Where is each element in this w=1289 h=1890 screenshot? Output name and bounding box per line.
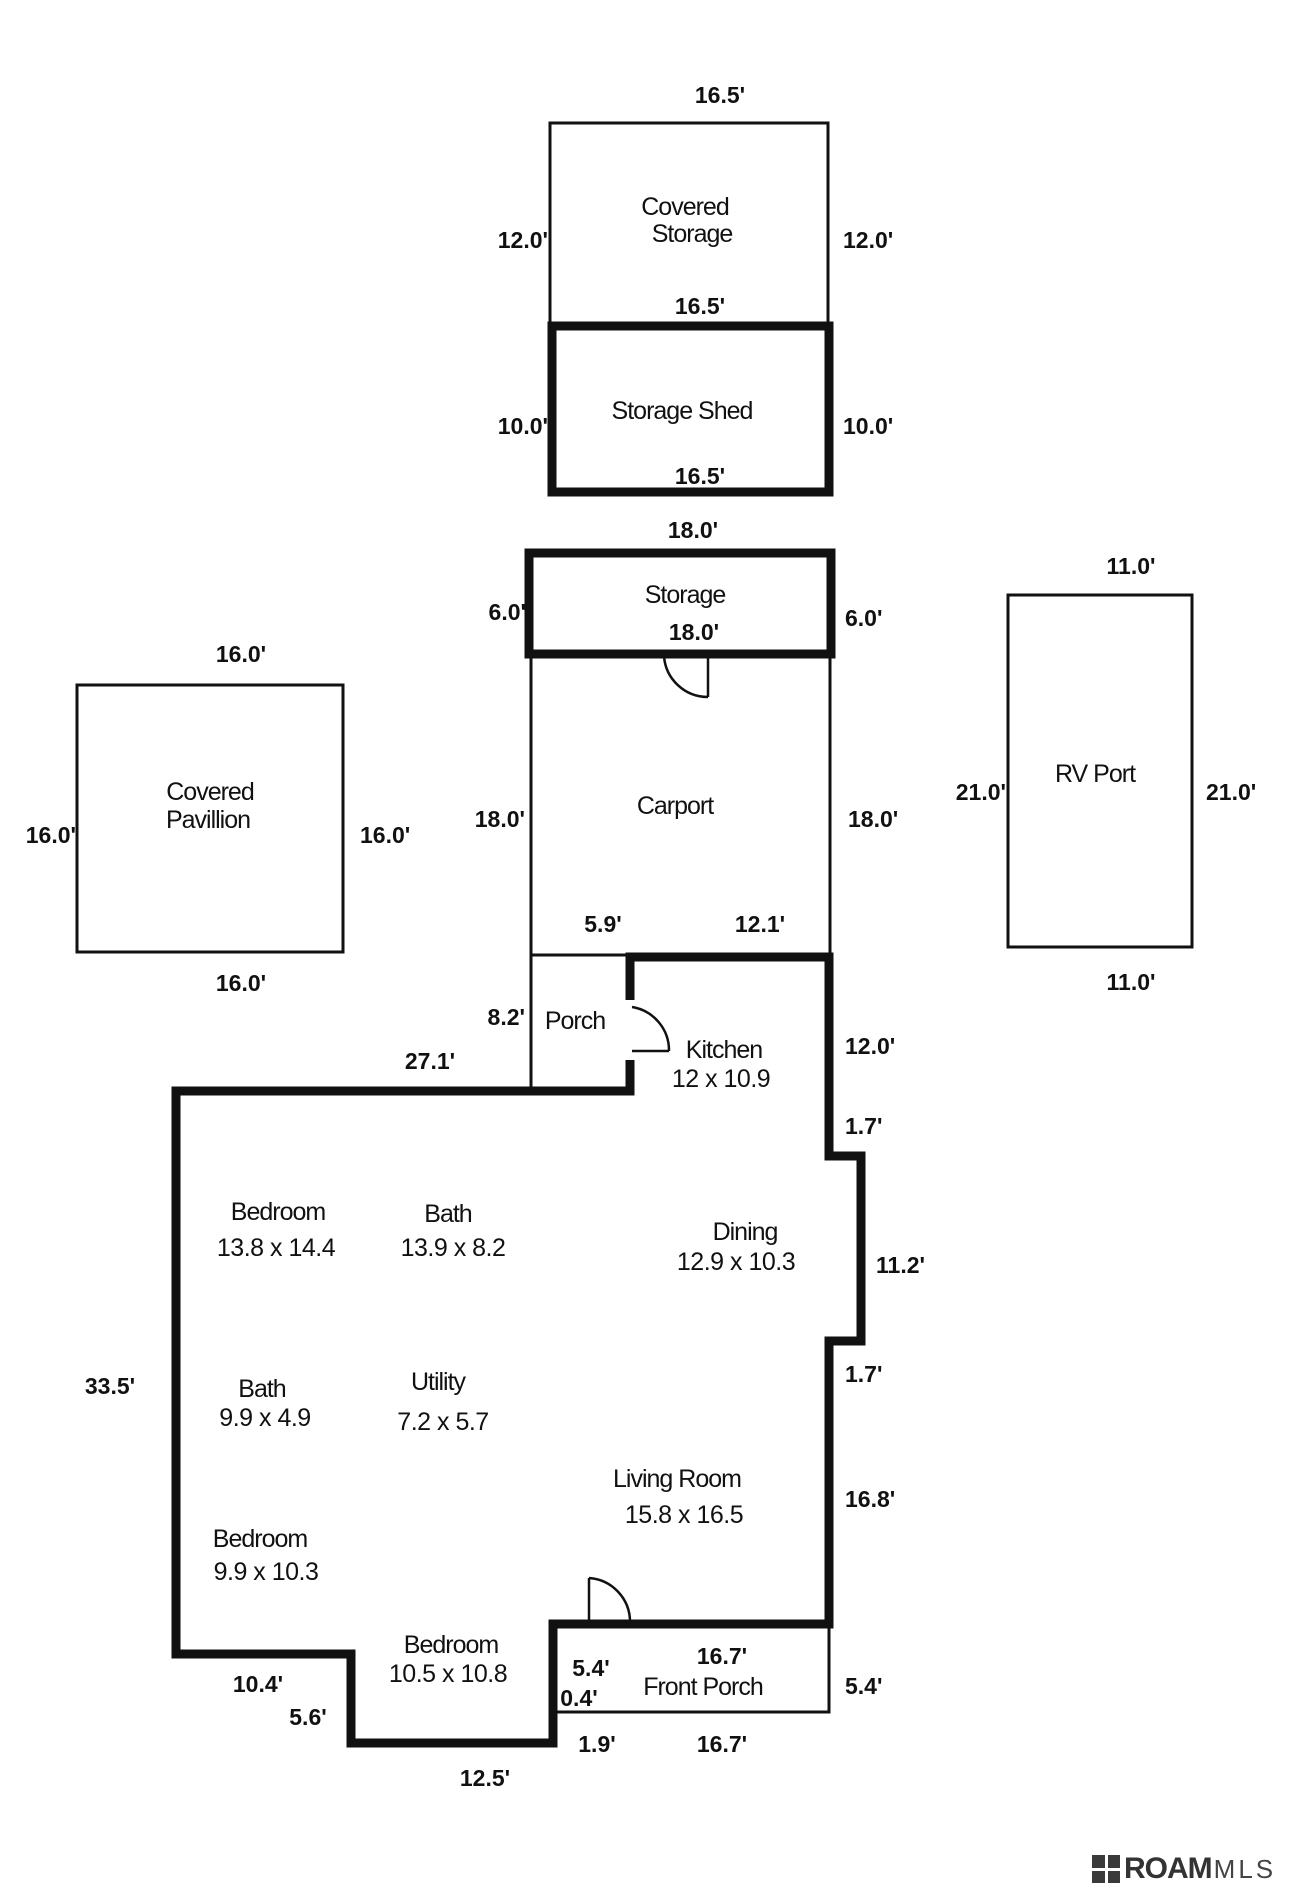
covered-pavilion-outline — [75, 683, 345, 954]
rv-port-outline — [1006, 593, 1194, 949]
covered-storage-label: Covered — [641, 193, 729, 221]
bedroom-2-size: 9.9 x 10.3 — [214, 1558, 319, 1586]
bath-1-size: 13.9 x 8.2 — [401, 1234, 506, 1262]
dim-carport-left: 18.0' — [475, 806, 525, 832]
utility-label: Utility — [411, 1368, 467, 1396]
dim-storage-bottom: 18.0' — [669, 619, 719, 645]
bedroom-3-label: Bedroom — [404, 1631, 499, 1659]
carport-label: Carport — [637, 792, 714, 820]
dim-storage-top: 18.0' — [668, 517, 718, 543]
dim-living-right: 16.8' — [845, 1486, 895, 1512]
dim-front-porch-left: 5.4' — [572, 1655, 609, 1681]
dim-pavilion-bottom: 16.0' — [216, 970, 266, 996]
kitchen-door-icon — [631, 1005, 671, 1053]
dim-house-top-left: 27.1' — [405, 1048, 455, 1074]
living-room-size: 15.8 x 16.5 — [625, 1501, 743, 1529]
house-outline — [171, 952, 866, 1748]
covered-pavilion-label: Covered — [166, 778, 254, 806]
dim-house-step: 5.6' — [289, 1704, 326, 1730]
dim-rv-left: 21.0' — [956, 779, 1006, 805]
utility-size: 7.2 x 5.7 — [397, 1408, 488, 1436]
dim-carport-bottom-right: 12.1' — [735, 911, 785, 937]
dim-dining-right: 11.2' — [876, 1252, 925, 1278]
dim-house-bottom-left: 10.4' — [233, 1671, 283, 1697]
dim-rv-bottom: 11.0' — [1107, 969, 1156, 995]
dim-carport-bottom-left: 5.9' — [584, 911, 621, 937]
roam-mls-logo: ROAM MLS — [1092, 1852, 1277, 1885]
dim-kitchen-right: 12.0' — [845, 1033, 895, 1059]
dim-bump-top: 1.7' — [845, 1113, 882, 1139]
bedroom-1-label: Bedroom — [231, 1198, 326, 1226]
bedroom-2-label: Bedroom — [213, 1525, 308, 1553]
dim-porch-left: 8.2' — [488, 1004, 525, 1030]
dim-house-left: 33.5' — [85, 1373, 135, 1399]
dim-step-small: 1.9' — [578, 1731, 615, 1757]
dim-pavilion-top: 16.0' — [216, 641, 266, 667]
front-door-icon — [587, 1576, 632, 1624]
porch-label: Porch — [545, 1007, 605, 1035]
dim-shed-right: 10.0' — [843, 413, 893, 439]
bath-2-label: Bath — [238, 1375, 286, 1403]
covered-storage-label-2: Storage — [652, 220, 733, 248]
dim-rv-top: 11.0' — [1107, 553, 1156, 579]
living-room-label: Living Room — [613, 1465, 741, 1493]
dim-covered-storage-right: 12.0' — [843, 227, 893, 253]
dim-front-porch-bottom: 16.7' — [697, 1731, 747, 1757]
storage-shed-label: Storage Shed — [612, 397, 753, 425]
dining-label: Dining — [713, 1218, 778, 1246]
bath-2-size: 9.9 x 4.9 — [219, 1404, 310, 1432]
dim-carport-right: 18.0' — [848, 806, 898, 832]
storage-shed-outline — [547, 321, 834, 497]
dining-size: 12.9 x 10.3 — [677, 1248, 795, 1276]
covered-pavilion-label-2: Pavillion — [166, 806, 250, 834]
front-porch-outline — [553, 1624, 831, 1714]
dim-covered-storage-left: 12.0' — [498, 227, 548, 253]
dim-rv-right: 21.0' — [1206, 779, 1256, 805]
dim-covered-storage-bottom: 16.5' — [675, 293, 725, 319]
dim-shed-bottom: 16.5' — [675, 463, 725, 489]
bedroom-1-size: 13.8 x 14.4 — [217, 1234, 336, 1262]
storage-label: Storage — [645, 581, 726, 609]
dim-bump-bottom: 1.7' — [845, 1361, 882, 1387]
bath-1-label: Bath — [424, 1200, 472, 1228]
dim-front-porch-right: 5.4' — [845, 1673, 882, 1699]
logo-grid-icon — [1092, 1855, 1120, 1883]
dim-pavilion-left: 16.0' — [26, 822, 76, 848]
dim-shed-left: 10.0' — [498, 413, 548, 439]
dim-front-porch-top: 16.7' — [697, 1643, 747, 1669]
dim-covered-storage-top: 16.5' — [695, 82, 745, 108]
dim-pavilion-right: 16.0' — [360, 822, 410, 848]
dim-front-porch-small: 0.4' — [560, 1685, 597, 1711]
dim-storage-right: 6.0' — [845, 605, 882, 631]
front-porch-label: Front Porch — [643, 1673, 763, 1701]
bedroom-3-size: 10.5 x 10.8 — [389, 1660, 507, 1688]
dim-house-bottom: 12.5' — [460, 1765, 510, 1791]
dim-storage-left: 6.0' — [489, 599, 526, 625]
rv-port-label: RV Port — [1055, 760, 1136, 788]
kitchen-size: 12 x 10.9 — [672, 1065, 770, 1093]
kitchen-label: Kitchen — [686, 1036, 762, 1064]
logo-text: ROAM — [1124, 1852, 1213, 1885]
storage-door-icon — [662, 655, 710, 699]
logo-sub: MLS — [1213, 1853, 1277, 1884]
